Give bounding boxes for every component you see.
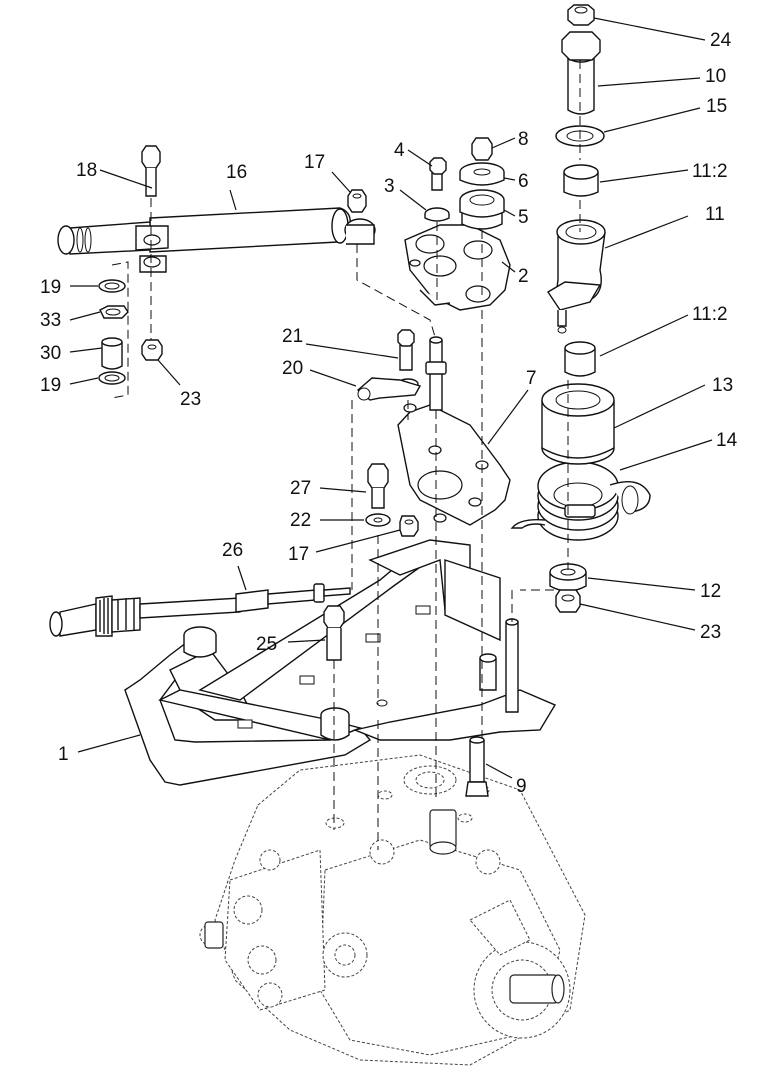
label-9: 9	[516, 776, 527, 797]
label-6: 6	[518, 171, 529, 192]
label-5: 5	[518, 207, 529, 228]
spring-bushing	[541, 383, 615, 465]
control-cable	[49, 583, 351, 637]
left-spacer-stack	[98, 279, 129, 385]
label-21: 21	[282, 326, 303, 347]
lower-flange-bushing	[564, 341, 596, 377]
pivot-post	[356, 329, 447, 411]
label-11-2-lower: 11:2	[692, 304, 728, 325]
label-30: 30	[40, 343, 61, 364]
label-7: 7	[526, 368, 537, 389]
label-22: 22	[290, 510, 311, 531]
label-27: 27	[290, 478, 311, 499]
crank-lever	[547, 219, 606, 334]
label-11-2-upper: 11:2	[692, 161, 728, 182]
label-17-bracket: 17	[288, 544, 309, 565]
damper-cylinder	[57, 207, 376, 273]
part-number-labels: 1 2 3 4 5 6 7 8 9 10 11 11:2 11:2 12 13 …	[40, 30, 738, 797]
label-10: 10	[705, 66, 726, 87]
label-3: 3	[384, 176, 395, 197]
label-2: 2	[518, 266, 529, 287]
top-nut	[567, 4, 595, 26]
long-bolt	[323, 605, 345, 661]
label-25: 25	[256, 634, 277, 655]
torsion-spring	[510, 461, 651, 541]
mounting-bracket	[124, 539, 557, 786]
label-15: 15	[706, 96, 727, 117]
label-33: 33	[40, 310, 61, 331]
label-13: 13	[712, 375, 733, 396]
upper-flange-bushing	[563, 164, 599, 197]
flange-nut	[555, 589, 581, 613]
label-1: 1	[58, 744, 69, 765]
spacer-tube	[561, 31, 601, 115]
label-16: 16	[226, 162, 247, 183]
label-26: 26	[222, 540, 243, 561]
label-11: 11	[705, 204, 725, 225]
leader-lines	[69, 17, 713, 779]
label-14: 14	[716, 430, 738, 451]
control-arm	[404, 224, 511, 311]
label-12: 12	[700, 581, 721, 602]
label-8: 8	[518, 129, 529, 150]
label-19-lower: 19	[40, 375, 61, 396]
label-19-upper: 19	[40, 277, 61, 298]
label-17-top: 17	[304, 152, 325, 173]
label-23-left: 23	[180, 389, 201, 410]
label-24: 24	[710, 30, 732, 51]
control-plate	[397, 403, 511, 526]
pump-bolt	[465, 736, 489, 797]
damper-lower-nut	[141, 339, 163, 361]
hydraulic-pump-housing	[199, 754, 586, 1066]
assembly-centerlines	[111, 60, 581, 850]
arm-hardware-stack	[424, 137, 505, 230]
label-18: 18	[76, 160, 97, 181]
bracket-bolt-stack	[365, 463, 419, 537]
label-20: 20	[282, 358, 303, 379]
label-4: 4	[394, 140, 405, 161]
damper-bolt	[141, 145, 161, 197]
label-23-right: 23	[700, 622, 721, 643]
damper-nut	[347, 189, 367, 213]
